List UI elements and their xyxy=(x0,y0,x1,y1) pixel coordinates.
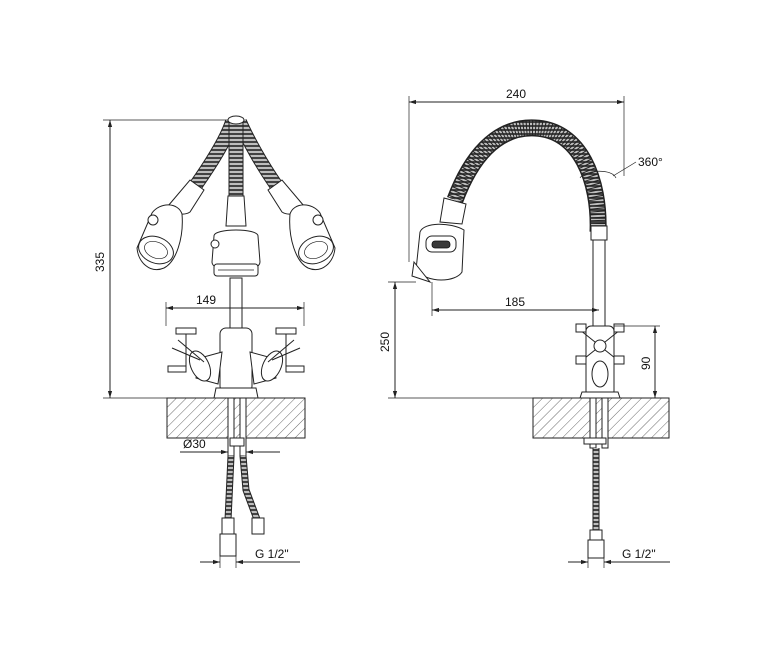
front-hole-label: Ø30 xyxy=(183,437,206,451)
front-width-dimension: 149 xyxy=(165,293,305,326)
front-supply-pipes xyxy=(219,397,265,557)
front-height-label: 335 xyxy=(93,252,107,272)
front-thread-label: G 1/2" xyxy=(255,547,289,561)
side-rotation-marker: 360° xyxy=(579,155,663,179)
front-width-label: 149 xyxy=(196,293,216,307)
front-right-hose xyxy=(233,119,336,270)
front-center-hose xyxy=(210,115,261,277)
front-thread-dimension: G 1/2" xyxy=(200,547,300,568)
front-left-hose xyxy=(136,119,239,270)
side-width-label: 240 xyxy=(506,87,526,101)
front-spout-column xyxy=(229,277,243,329)
side-body-height-label: 90 xyxy=(639,356,653,370)
front-hole-dimension: Ø30 xyxy=(180,437,280,455)
front-view: 335 xyxy=(93,115,336,568)
side-gooseneck-hose xyxy=(447,119,608,241)
side-spray-head xyxy=(411,197,467,284)
side-countertop xyxy=(532,397,670,439)
side-reach-label: 185 xyxy=(505,295,525,309)
side-spout-height-dimension: 250 xyxy=(378,281,534,399)
side-mixer-body xyxy=(575,323,625,399)
side-supply-pipes xyxy=(583,397,609,559)
side-spout-height-label: 250 xyxy=(378,332,392,352)
front-countertop xyxy=(166,397,306,439)
front-mixer-body xyxy=(167,327,305,399)
side-width-dimension: 240 xyxy=(408,87,625,262)
side-thread-dimension: G 1/2" xyxy=(568,547,670,568)
side-spout-pipe xyxy=(592,239,606,327)
side-reach-dimension: 185 xyxy=(431,282,599,316)
side-view: 240 360° 185 xyxy=(378,87,670,568)
side-rotation-label: 360° xyxy=(638,155,663,169)
front-height-dimension: 335 xyxy=(93,119,232,399)
side-thread-label: G 1/2" xyxy=(622,547,656,561)
side-body-height-dimension: 90 xyxy=(614,325,669,399)
